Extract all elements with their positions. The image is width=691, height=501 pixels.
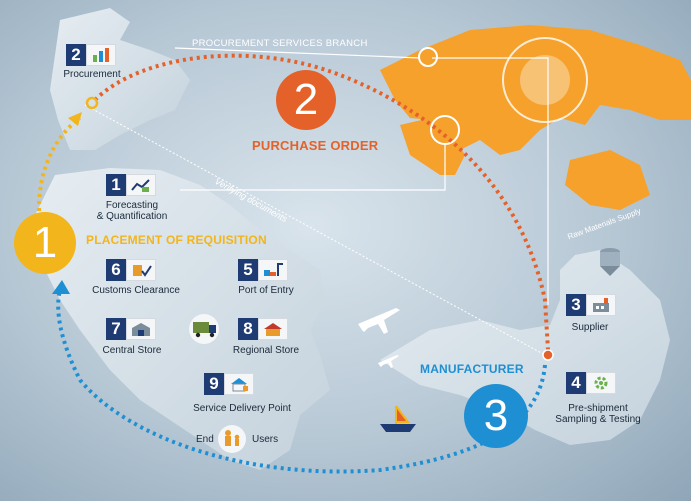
stage-2-circle: 2	[276, 70, 336, 130]
africa-landmass	[400, 118, 465, 175]
step-number: 9	[204, 373, 224, 395]
step-customs: 6	[106, 259, 156, 281]
step-number: 8	[238, 318, 258, 340]
step-procurement-label: Procurement	[63, 69, 121, 80]
step-central-store-label: Central Store	[102, 345, 162, 356]
store-icon	[258, 318, 288, 340]
western-landmass	[35, 168, 330, 470]
step-number: 5	[238, 259, 258, 281]
customs-icon	[126, 259, 156, 281]
step-supplier-label: Supplier	[571, 322, 609, 333]
step-central-store: 7	[106, 318, 156, 340]
end-users-left-label: End	[196, 434, 214, 445]
step-port-label: Port of Entry	[238, 285, 294, 296]
step-port: 5	[238, 259, 288, 281]
stage-3-label: MANUFACTURER	[420, 362, 524, 376]
northern-landmass	[50, 8, 190, 150]
branch-label: PROCUREMENT SERVICES BRANCH	[192, 38, 368, 49]
stage-3-circle: 3	[464, 384, 528, 448]
warehouse-icon	[126, 318, 156, 340]
australia-landmass	[565, 150, 650, 210]
step-number: 7	[106, 318, 126, 340]
step-preshipment: 4	[566, 372, 616, 394]
port-icon	[258, 259, 288, 281]
stage-1-circle: 1	[14, 212, 76, 274]
step-preshipment-label: Pre-shipment Sampling & Testing	[555, 403, 641, 425]
end-users-right-label: Users	[252, 434, 279, 445]
step-regional-store: 8	[238, 318, 288, 340]
silo-icon	[600, 248, 620, 276]
stage-1-number: 1	[32, 218, 58, 267]
step-customs-label: Customs Clearance	[92, 285, 180, 296]
step-forecasting-label: Forecasting & Quantification	[96, 200, 168, 222]
step-forecasting: 1	[106, 174, 156, 196]
chart-icon	[86, 44, 116, 66]
step-supplier: 3	[566, 294, 616, 316]
ship-icon	[380, 405, 416, 432]
house-icon	[224, 373, 254, 395]
step-service-delivery-label: Service Delivery Point	[193, 403, 291, 414]
stage-2-label: PURCHASE ORDER	[252, 138, 379, 153]
airplane-icon	[358, 308, 400, 334]
small-airplane-icon	[378, 355, 399, 368]
gear-icon	[586, 372, 616, 394]
stage-1-label: PLACEMENT OF REQUISITION	[86, 233, 267, 247]
step-service-delivery: 9	[204, 373, 254, 395]
step-regional-store-label: Regional Store	[232, 345, 300, 356]
step-procurement: 2	[66, 44, 116, 66]
line-chart-icon	[126, 174, 156, 196]
users-icon	[218, 425, 246, 453]
step-number: 3	[566, 294, 586, 316]
step-number: 4	[566, 372, 586, 394]
step-number: 6	[106, 259, 126, 281]
step-number: 1	[106, 174, 126, 196]
factory-icon	[586, 294, 616, 316]
stage-3-number: 3	[483, 391, 509, 440]
stage-2-number: 2	[293, 75, 319, 124]
truck-icon	[189, 314, 219, 344]
step-number: 2	[66, 44, 86, 66]
